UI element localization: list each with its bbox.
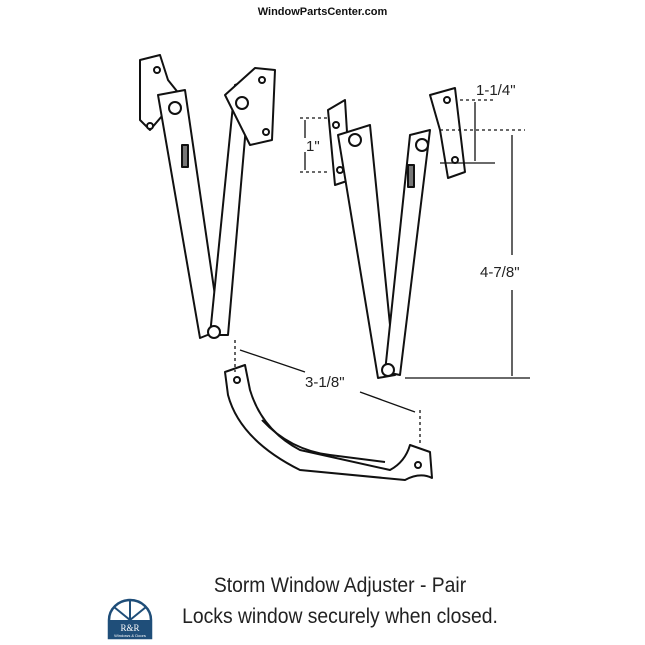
svg-text:Windows & Doors: Windows & Doors bbox=[114, 633, 146, 638]
site-watermark: WindowPartsCenter.com bbox=[257, 6, 388, 18]
dimension-length: 4-7/8" bbox=[480, 264, 520, 281]
left-adjuster bbox=[139, 54, 276, 339]
dimension-width: 3-1/8" bbox=[305, 374, 345, 391]
rr-logo: R&R Windows & Doors bbox=[107, 598, 153, 640]
dimension-top-offset: 1-1/4" bbox=[476, 82, 516, 99]
caption-title: Storm Window Adjuster - Pair bbox=[213, 574, 467, 597]
right-adjuster bbox=[327, 87, 466, 379]
bottom-bracket bbox=[224, 364, 433, 481]
dimension-lines bbox=[234, 99, 530, 445]
caption-description: Locks window securely when closed. bbox=[182, 605, 498, 628]
svg-text:R&R: R&R bbox=[120, 623, 139, 633]
dimension-plate: 1" bbox=[306, 138, 320, 155]
